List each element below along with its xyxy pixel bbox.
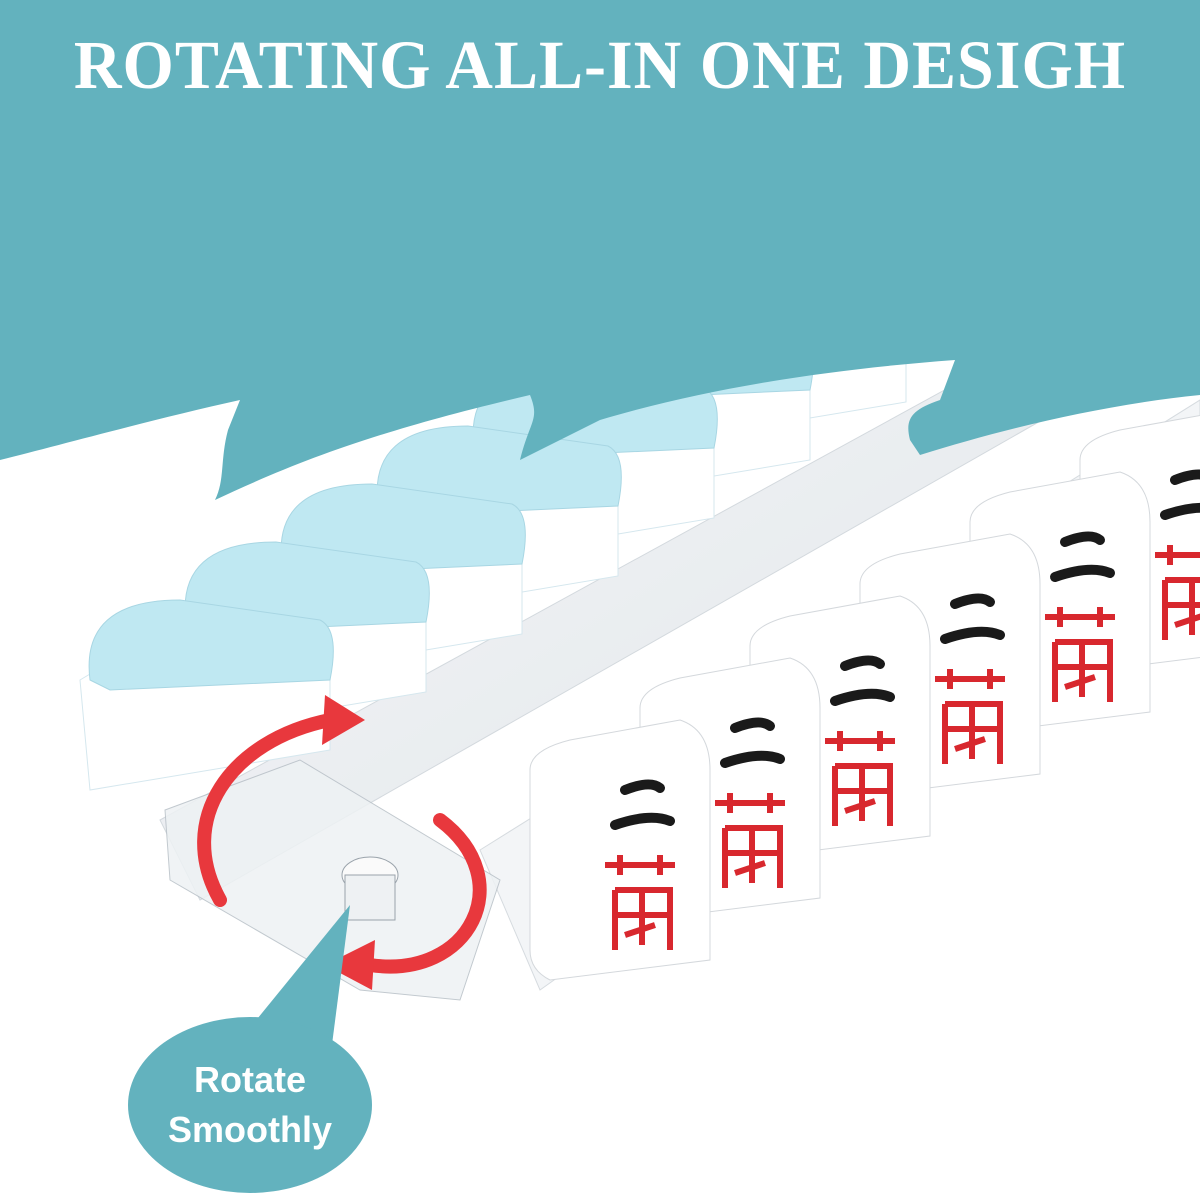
rotate-arrows-icon bbox=[197, 695, 487, 990]
tile-glyph-suit bbox=[825, 731, 895, 826]
banner bbox=[0, 0, 1200, 500]
white-tile-row bbox=[529, 414, 1200, 981]
tile-glyph-number bbox=[830, 655, 895, 706]
tile-glyph-number bbox=[720, 717, 785, 768]
tile-glyph-suit bbox=[935, 669, 1005, 764]
callout-text: Rotate Smoothly bbox=[130, 1055, 370, 1155]
white-tile bbox=[529, 719, 711, 981]
tile-glyph-suit bbox=[605, 855, 675, 950]
tile-glyph-number bbox=[940, 593, 1005, 644]
callout-line-2: Smoothly bbox=[167, 1109, 332, 1150]
rotating-hinge bbox=[164, 759, 501, 1001]
tile-glyph-number bbox=[1050, 531, 1115, 582]
tile-glyph-suit bbox=[1155, 545, 1200, 640]
tile-glyph-suit bbox=[715, 793, 785, 888]
callout-line-1: Rotate bbox=[193, 1059, 306, 1100]
callout-bubble bbox=[128, 905, 372, 1193]
headline: ROTATING ALL-IN ONE DESIGH bbox=[73, 27, 1127, 104]
tile-glyph-number bbox=[1160, 469, 1200, 520]
tile-glyph-suit bbox=[1045, 607, 1115, 702]
tile-glyph-number bbox=[610, 779, 675, 830]
